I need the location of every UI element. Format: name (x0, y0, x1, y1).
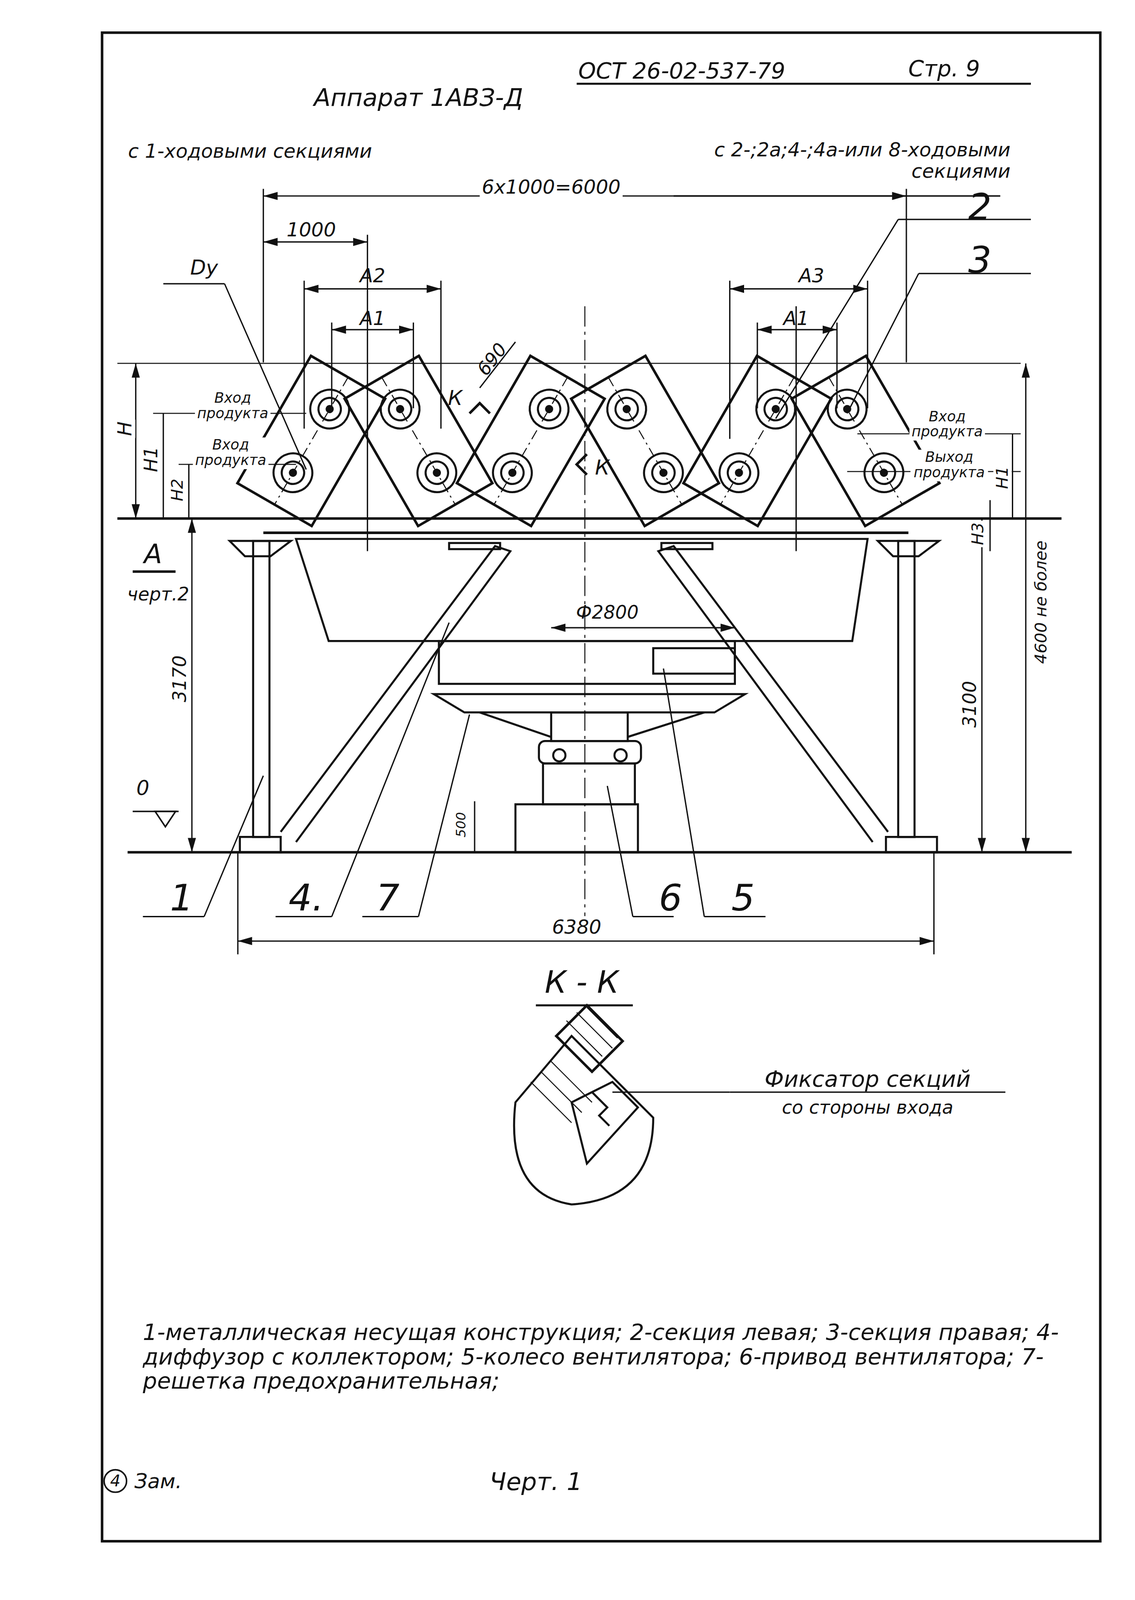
label-text: с 2-;2а;4-;4а-или 8-ходовыми секциями (622, 139, 1011, 182)
label-text: 6380 (550, 915, 604, 938)
label-text: Вход продукта (909, 409, 985, 441)
label-text: 4600 не более (1032, 538, 1051, 666)
label-text: Ф2800 (575, 602, 639, 623)
callout-number: 7 (376, 878, 400, 919)
label-text: Н1 (140, 444, 161, 475)
label-text: Вход продукта (195, 390, 271, 422)
callout-number: 3 (968, 240, 992, 281)
drawing-caption: Черт. 1 (489, 1468, 583, 1496)
callout-number: 4. (288, 878, 324, 919)
label-text: Н (113, 419, 135, 439)
label-text: Н1 (993, 464, 1012, 491)
callout-number: 2 (968, 186, 992, 228)
label-text: черт.2 (127, 584, 190, 605)
label-text: К - К (545, 965, 620, 999)
label-text: 3170 (169, 653, 190, 705)
label-text: Н2 (168, 476, 187, 504)
section-detail (514, 1005, 1006, 1205)
label-text: 1000 (286, 219, 337, 241)
label-text: A2 (359, 265, 385, 287)
label-text: Зам. (134, 1470, 182, 1493)
label-text: Dу (190, 256, 219, 279)
label-text: A1 (359, 307, 385, 330)
label-text: Вход продукта (192, 437, 269, 469)
drawing-title: Аппарат 1АВЗ-Д (313, 84, 523, 112)
label-text: 500 (454, 810, 469, 840)
callout-number: 1 (170, 878, 194, 919)
label-text: 690 (473, 339, 511, 380)
label-text: 4 (110, 1471, 121, 1490)
label-text: со стороны входа (781, 1097, 954, 1118)
sections (237, 355, 940, 526)
fan-assembly (433, 640, 745, 853)
label-text: с 1-ходовыми секциями (128, 140, 373, 162)
label-text: ОСТ 26-02-537-79 (578, 59, 786, 84)
label-text: 1-металлическая несущая конструкция; 2-с… (142, 1320, 1113, 1395)
label-text: Выход продукта (910, 449, 989, 481)
label-text: A1 (783, 307, 809, 330)
label-text: A3 (798, 265, 825, 287)
label-text: Стр. 9 (908, 57, 980, 82)
callout-number: 5 (731, 878, 755, 919)
label-text: 6x1000=6000 (479, 175, 623, 198)
label-text: К (595, 456, 610, 479)
label-text: 3100 (959, 678, 980, 730)
label-text: А (144, 539, 163, 569)
callout-number: 6 (659, 878, 683, 919)
label-text: 0 (136, 776, 150, 800)
label-text: Н3 (968, 520, 987, 548)
label-text: К (448, 386, 463, 410)
label-text: Фиксатор секций (764, 1067, 971, 1093)
